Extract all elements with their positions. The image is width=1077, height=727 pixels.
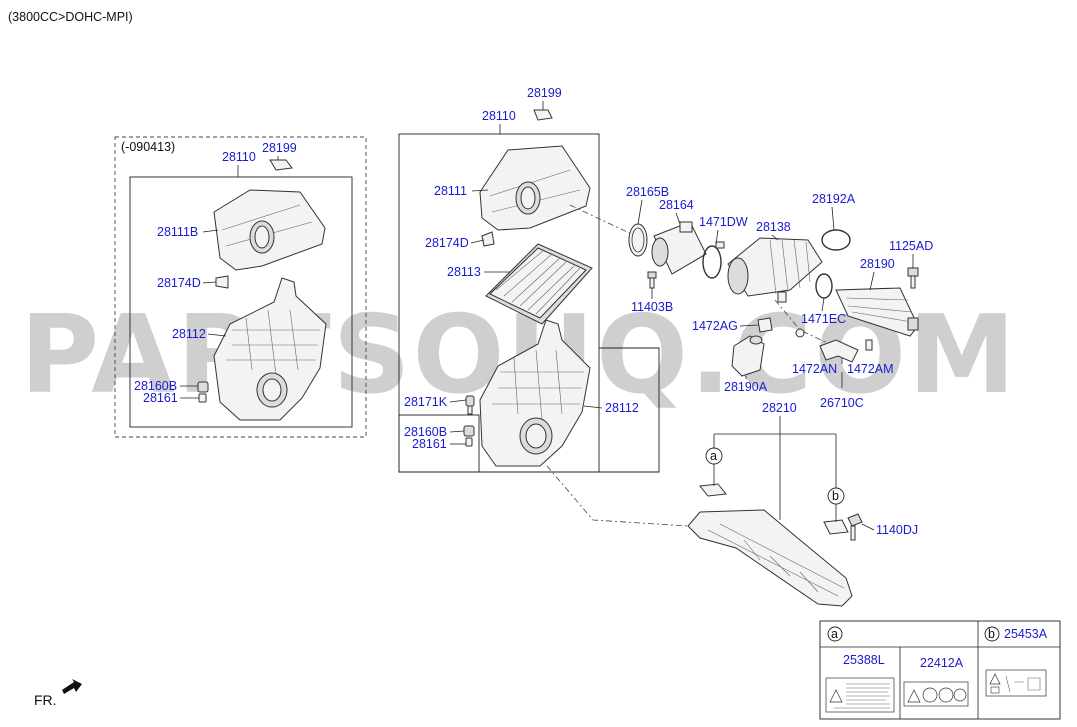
- center-group-hardware-frame: [398, 414, 480, 473]
- callout-a: a: [705, 447, 723, 486]
- bolt-1125ad: [907, 267, 919, 289]
- label-28164: 28164: [659, 198, 694, 212]
- breather-hose-26710c: [795, 328, 873, 363]
- center-air-cleaner-body: [479, 319, 591, 467]
- callout-b: b: [827, 487, 845, 522]
- left-label-28111b: 28111B: [157, 225, 198, 239]
- legend-part-22412a: 22412A: [920, 656, 964, 670]
- front-direction-arrow-icon: [62, 679, 82, 694]
- bolt-1140dj: [847, 513, 863, 541]
- label-28190: 28190: [860, 257, 895, 271]
- label-legend-table: a b 25453A 25388L 22412A: [819, 620, 1061, 720]
- left-label-28110: 28110: [222, 150, 256, 164]
- center-air-filter-element: [485, 243, 593, 325]
- label-patch-a: [699, 483, 727, 497]
- resonator-28190a: [731, 335, 765, 377]
- left-label-28174d: 28174D: [157, 276, 201, 290]
- legend-b-part-25453a: 25453A: [1004, 627, 1048, 641]
- legend-b-marker: b: [988, 627, 995, 641]
- label-1140dj: 1140DJ: [876, 523, 918, 537]
- center-label-28160b: 28160B: [404, 425, 447, 439]
- engine-spec-title: (3800CC>DOHC-MPI): [8, 10, 133, 24]
- safety-symbols-label-icon: [903, 681, 969, 707]
- label-1471dw: 1471DW: [699, 215, 748, 229]
- hose-clamp-1471dw: [702, 241, 725, 279]
- left-filter-label-patch: [269, 159, 293, 171]
- center-group-frame-extension: [399, 347, 660, 473]
- center-filter-label-patch: [533, 109, 553, 121]
- left-grommet: [197, 381, 209, 403]
- center-label-28199: 28199: [527, 86, 562, 100]
- label-1472an: 1472AN: [792, 362, 837, 376]
- gasket-ring-28165b: [628, 223, 648, 257]
- hose-clamp-28192a: [821, 229, 851, 251]
- label-28190a: 28190A: [724, 380, 768, 394]
- center-grommet: [463, 425, 475, 447]
- center-label-28110: 28110: [482, 109, 516, 123]
- label-26710c: 26710C: [820, 396, 864, 410]
- left-group-frame: [129, 176, 353, 428]
- link-cover-to-sensor: [569, 204, 641, 239]
- label-1472am: 1472AM: [847, 362, 894, 376]
- air-guide-duct-28210: [687, 509, 853, 607]
- left-air-cleaner-cover: [213, 189, 326, 271]
- left-group-dashed-frame: [114, 136, 367, 438]
- leader-tree-28210: [713, 416, 837, 520]
- left-label-28160b: 28160B: [134, 379, 177, 393]
- label-1472ag: 1472AG: [692, 319, 738, 333]
- center-label-28174d: 28174D: [425, 236, 469, 250]
- center-label-28171k: 28171K: [404, 395, 448, 409]
- center-label-28161: 28161: [412, 437, 447, 451]
- callout-a-letter: a: [710, 449, 717, 463]
- left-label-28161: 28161: [143, 391, 178, 405]
- label-28210: 28210: [762, 401, 797, 415]
- center-label-28113: 28113: [447, 265, 481, 279]
- label-1125ad: 1125AD: [889, 239, 933, 253]
- label-11403b: 11403B: [631, 300, 673, 314]
- link-body-to-duct: [546, 465, 689, 527]
- left-label-28199: 28199: [262, 141, 297, 155]
- center-label-28111: 28111: [434, 184, 467, 198]
- legend-a-marker: a: [831, 627, 838, 641]
- center-label-28112: 28112: [605, 401, 639, 415]
- left-clip: [215, 275, 229, 289]
- callout-b-letter: b: [832, 489, 839, 503]
- front-direction-label: FR.: [34, 692, 57, 708]
- left-air-cleaner-body: [213, 277, 327, 421]
- warning-label-icon: [825, 677, 895, 713]
- left-label-28112: 28112: [172, 327, 206, 341]
- label-28138: 28138: [756, 220, 791, 234]
- center-air-cleaner-cover: [479, 145, 591, 231]
- intake-hose-28138: [727, 237, 823, 303]
- label-28165b: 28165B: [626, 185, 669, 199]
- center-clip: [481, 231, 495, 247]
- center-bolt-28171k: [465, 395, 475, 415]
- left-group-date-tag: (-090413): [121, 140, 175, 154]
- screw-11403b: [647, 271, 657, 289]
- label-28192a: 28192A: [812, 192, 856, 206]
- resonator-duct-28190: [835, 287, 919, 337]
- label-1471ec: 1471EC: [801, 312, 846, 326]
- air-flow-sensor-28164: [651, 221, 707, 275]
- clip-1472ag: [757, 317, 773, 333]
- legend-part-25388l: 25388L: [843, 653, 885, 667]
- battery-warning-label-icon: [985, 669, 1047, 697]
- label-patch-b: [823, 519, 849, 535]
